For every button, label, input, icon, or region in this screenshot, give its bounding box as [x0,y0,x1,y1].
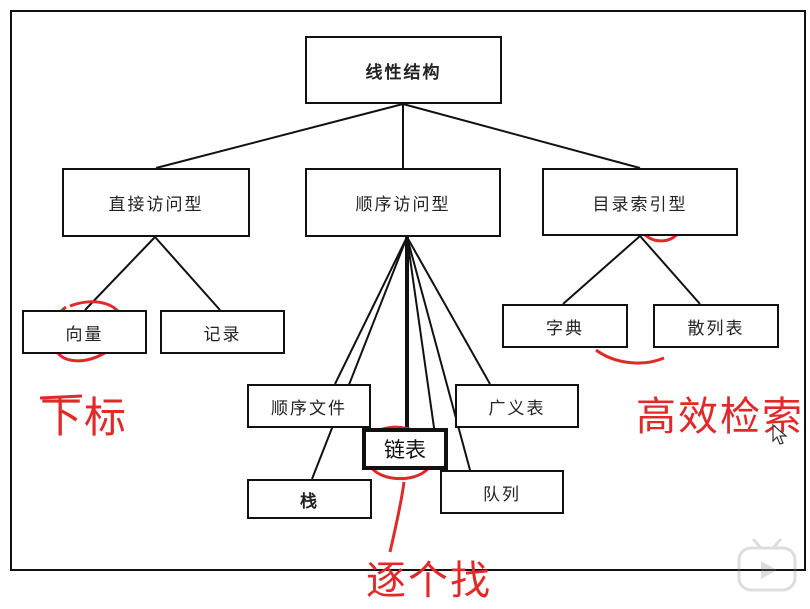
node-queue: 队列 [440,470,564,514]
edge-seq-queue [406,236,471,471]
edge-seq-file [334,236,408,385]
node-linked-list: 链表 [362,428,448,470]
diagram-frame [10,10,806,571]
node-dictionary: 字典 [502,304,628,348]
edge-direct-vector [84,236,156,311]
edge-seq-stack [311,236,408,480]
edge-directory-hashtable [639,235,701,305]
edge-root-direct [155,103,404,169]
node-sequential-access: 顺序访问型 [305,168,501,237]
node-stack: 栈 [247,479,372,519]
node-generalized-list: 广义表 [455,384,579,428]
node-direct-access: 直接访问型 [62,168,250,237]
node-record: 记录 [160,310,285,354]
node-sequential-file: 顺序文件 [247,384,371,428]
red-stroke-down [388,481,406,553]
tv-play-icon [737,538,797,592]
edge-seq-generalized-list [406,236,491,385]
edge-direct-record [154,236,221,311]
red-stroke-xia [39,394,83,400]
edge-directory-dictionary [562,235,641,305]
edge-root-directory [402,103,641,169]
annotation-one-by-one: 逐个找 [366,558,492,604]
node-vector: 向量 [22,310,147,354]
annotation-subscript: 下标 [40,393,129,442]
node-directory-index: 目录索引型 [542,168,738,236]
cursor-arrow-icon [772,424,788,445]
node-root: 线性结构 [305,36,502,104]
red-arc-dict-hash [595,348,665,365]
node-hashtable: 散列表 [653,304,779,348]
